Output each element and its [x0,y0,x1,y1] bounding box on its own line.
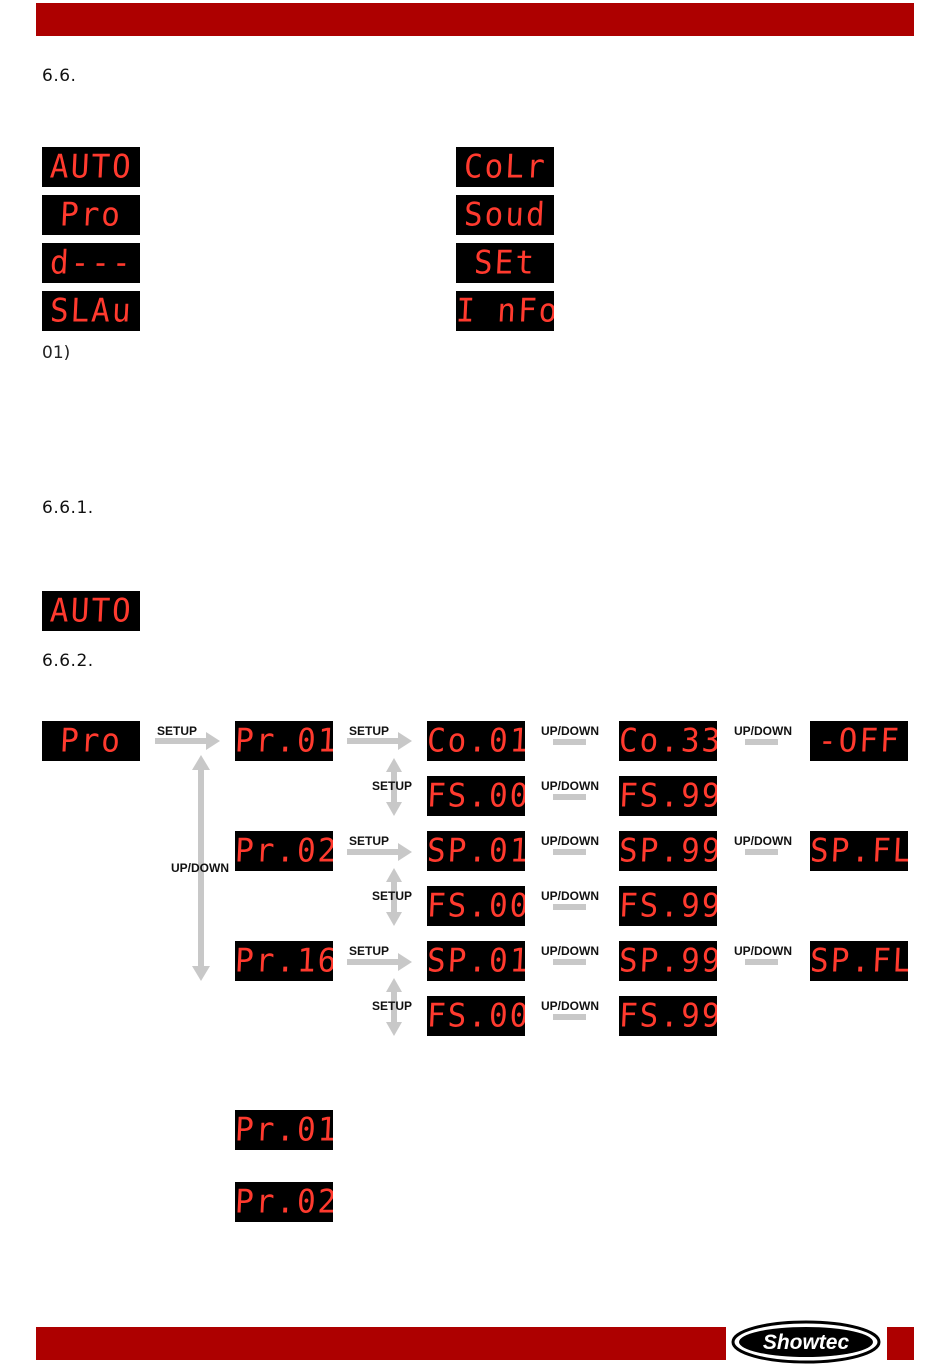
lcd-off: -OFF [810,721,908,761]
section-heading-6-6: 6.6. [42,66,77,86]
lcd-fs00-2: FS.00 [427,886,525,926]
arrow-setup-p01 [347,732,412,750]
label-updown-4: UP/DOWN [541,834,599,848]
section-heading-6-6-2: 6.6.2. [42,651,94,671]
lcd-diagram-pro: Pro [42,721,140,761]
label-setup-7: SETUP [372,999,413,1013]
lcd-color: CoLr [456,147,554,187]
lcd-sp99-2: SP.99 [619,941,717,981]
label-updown-1: UP/DOWN [541,724,599,738]
lcd-dmx: d--- [42,243,140,283]
arrow-setup-p02 [347,843,412,861]
lcd-pr01: Pr.01 [235,721,333,761]
lcd-spfl-2: SP.FL [810,941,908,981]
label-setup-6: SETUP [349,944,390,958]
lcd-fs99-1: FS.99 [619,776,717,816]
lcd-pr02: Pr.02 [235,831,333,871]
lcd-info: I nFo [456,291,554,331]
lcd-pro: Pro [42,195,140,235]
label-setup-5: SETUP [372,889,413,903]
label-updown-9: UP/DOWN [541,999,599,1013]
label-updown-main: UP/DOWN [171,861,229,875]
lcd-slave: SLAu [42,291,140,331]
lcd-bottom-pr01: Pr.01 [235,1110,333,1150]
lcd-fs99-2: FS.99 [619,886,717,926]
lcd-fs00-1: FS.00 [427,776,525,816]
footnote-01: 01) [42,343,71,363]
lcd-spfl-1: SP.FL [810,831,908,871]
label-setup-1: SETUP [157,724,198,738]
lcd-auto-mode: AUTO [42,591,140,631]
lcd-pr16: Pr.16 [235,941,333,981]
arrow-setup-pro [155,732,220,750]
lcd-sp01-2: SP.01 [427,941,525,981]
lcd-auto: AUTO [42,147,140,187]
lcd-sound: Soud [456,195,554,235]
header-bar [36,3,914,36]
lcd-set: SEt [456,243,554,283]
lcd-bottom-pr02: Pr.02 [235,1182,333,1222]
label-updown-5: UP/DOWN [734,834,792,848]
label-setup-4: SETUP [349,834,390,848]
lcd-fs99-3: FS.99 [619,996,717,1036]
footer-bar-right [887,1327,914,1360]
lcd-sp01-1: SP.01 [427,831,525,871]
label-updown-7: UP/DOWN [541,944,599,958]
svg-text:Showtec: Showtec [763,1331,850,1354]
label-updown-2: UP/DOWN [734,724,792,738]
label-updown-6: UP/DOWN [541,889,599,903]
arrow-setup-p16 [347,953,412,971]
label-setup-3: SETUP [372,779,413,793]
lcd-fs00-3: FS.00 [427,996,525,1036]
showtec-logo: Showtec [731,1320,881,1364]
section-heading-6-6-1: 6.6.1. [42,498,94,518]
lcd-co01: Co.01 [427,721,525,761]
lcd-co33: Co.33 [619,721,717,761]
label-updown-3: UP/DOWN [541,779,599,793]
footer-bar-left [36,1327,726,1360]
label-setup-2: SETUP [349,724,390,738]
label-updown-8: UP/DOWN [734,944,792,958]
lcd-sp99-1: SP.99 [619,831,717,871]
